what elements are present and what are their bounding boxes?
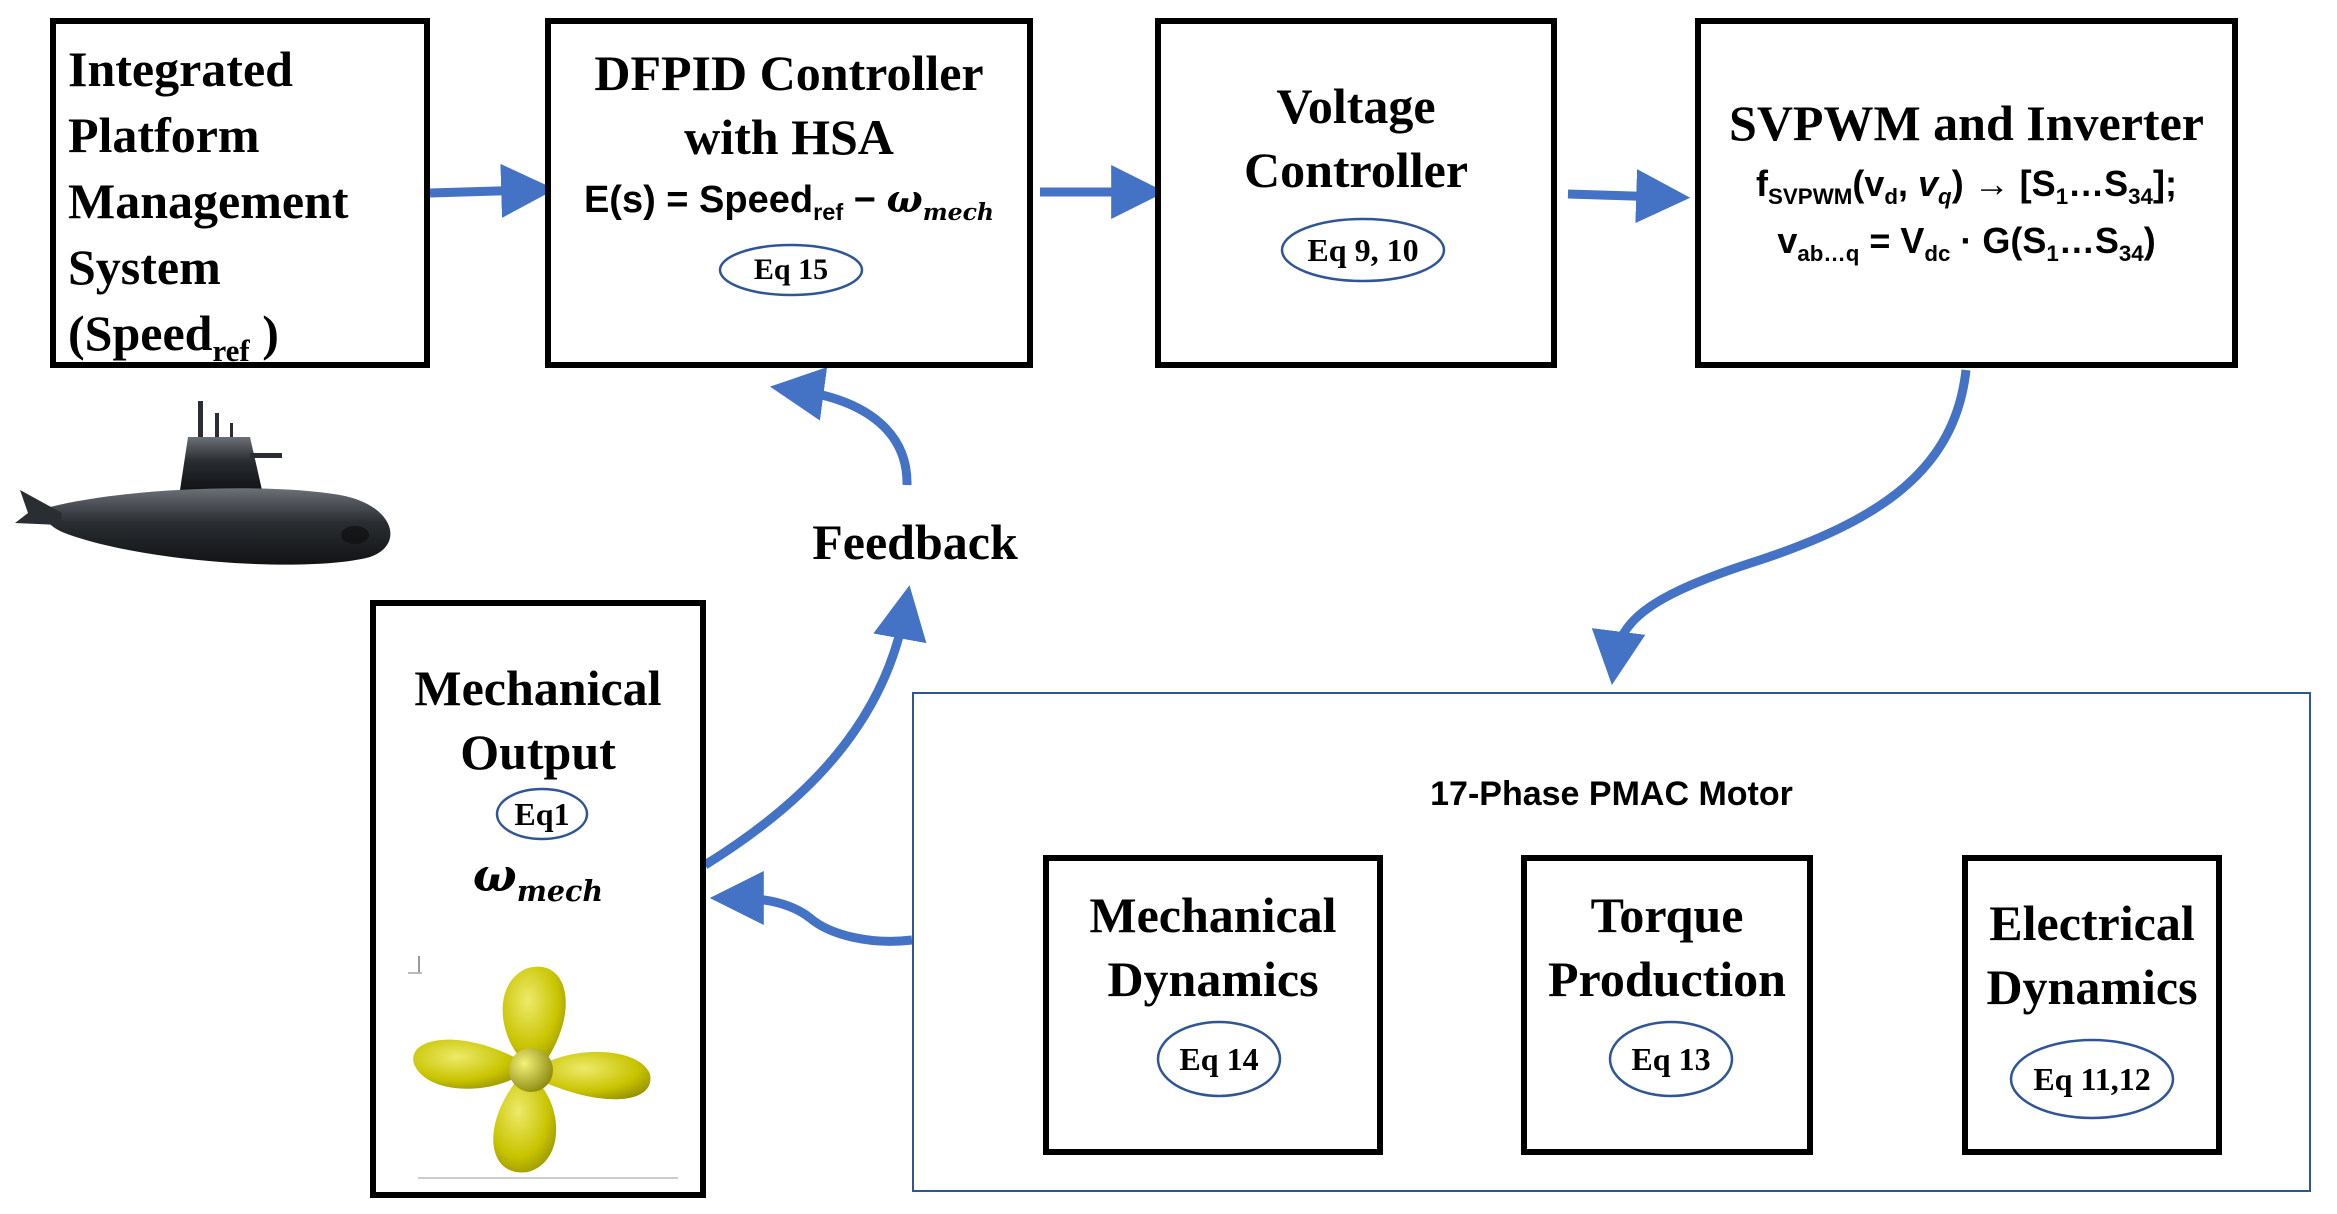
- arrow-feedback-to-dfpid: [770, 367, 912, 486]
- motor-title: 17-Phase PMAC Motor: [1430, 775, 1793, 813]
- torque-production-box: Torque Production Eq 13: [1521, 855, 1813, 1155]
- dfpid-title-line2: with HSA: [684, 109, 894, 165]
- arrow-ipms-to-dfpid: [429, 163, 556, 218]
- ipms-line3: Management: [68, 173, 349, 229]
- feedback-label: Feedback: [812, 514, 1018, 570]
- voltage-title-line1: Voltage: [1276, 78, 1436, 134]
- electrical-dynamics-box: Electrical Dynamics Eq 11,12: [1962, 855, 2222, 1155]
- elecdyn-eq-ref: Eq 11,12: [2008, 1037, 2176, 1121]
- mechdyn-line2: Dynamics: [1107, 951, 1319, 1007]
- mech-output-omega: ωmech: [472, 848, 604, 908]
- arrow-motor-to-output: [709, 871, 913, 946]
- arrow-voltage-to-svpwm: [1567, 169, 1691, 224]
- mechdyn-eq-ref: Eq 14: [1155, 1019, 1283, 1099]
- torque-eq-ref: Eq 13: [1607, 1019, 1735, 1099]
- submarine-icon: [15, 401, 391, 565]
- mechanical-dynamics-box: Mechanical Dynamics Eq 14: [1043, 855, 1383, 1155]
- voltage-controller-box: Voltage Controller Eq 9, 10: [1155, 18, 1557, 368]
- ipms-line5: (Speedref ): [68, 305, 279, 368]
- svpwm-title: SVPWM and Inverter: [1729, 95, 2204, 151]
- arrow-output-to-feedback: [702, 585, 927, 869]
- ipms-line1: Integrated: [68, 41, 293, 97]
- dfpid-error-equation: E(s) = Speedref − ωmech: [583, 176, 995, 227]
- svpwm-inverter-box: SVPWM and Inverter fSVPWM(vd, vq) → [S1……: [1695, 18, 2238, 368]
- mechanical-output-box: Mechanical Output Eq1 ωmech: [370, 600, 706, 1198]
- voltage-title-line2: Controller: [1243, 142, 1469, 198]
- propeller-icon: [408, 956, 678, 1179]
- svpwm-equation-1: fSVPWM(vd, vq) → [S1…S34];: [1756, 163, 2177, 209]
- dfpid-box: DFPID Controller with HSA E(s) = Speedre…: [545, 18, 1033, 368]
- mech-output-eq-ref: Eq1: [494, 786, 590, 842]
- svpwm-equation-2: vab…q = Vdc · G(S1…S34): [1777, 220, 2156, 266]
- mech-output-line2: Output: [460, 724, 616, 780]
- elecdyn-line2: Dynamics: [1986, 959, 2198, 1015]
- torque-line2: Production: [1548, 951, 1786, 1007]
- ipms-line4: System: [68, 239, 221, 295]
- mech-output-line1: Mechanical: [414, 660, 662, 716]
- mechdyn-line1: Mechanical: [1089, 887, 1337, 943]
- dfpid-eq-ref: Eq 15: [717, 242, 865, 298]
- arrow-svpwm-to-motor: [1591, 369, 1971, 686]
- voltage-eq-ref: Eq 9, 10: [1279, 216, 1447, 284]
- elecdyn-line1: Electrical: [1989, 895, 2195, 951]
- ipms-box: Integrated Platform Management System (S…: [50, 18, 430, 368]
- torque-line1: Torque: [1590, 887, 1744, 943]
- dfpid-title-line1: DFPID Controller: [594, 45, 984, 101]
- ipms-line2: Platform: [68, 107, 260, 163]
- ipms-label: Integrated Platform Management System (S…: [68, 36, 349, 384]
